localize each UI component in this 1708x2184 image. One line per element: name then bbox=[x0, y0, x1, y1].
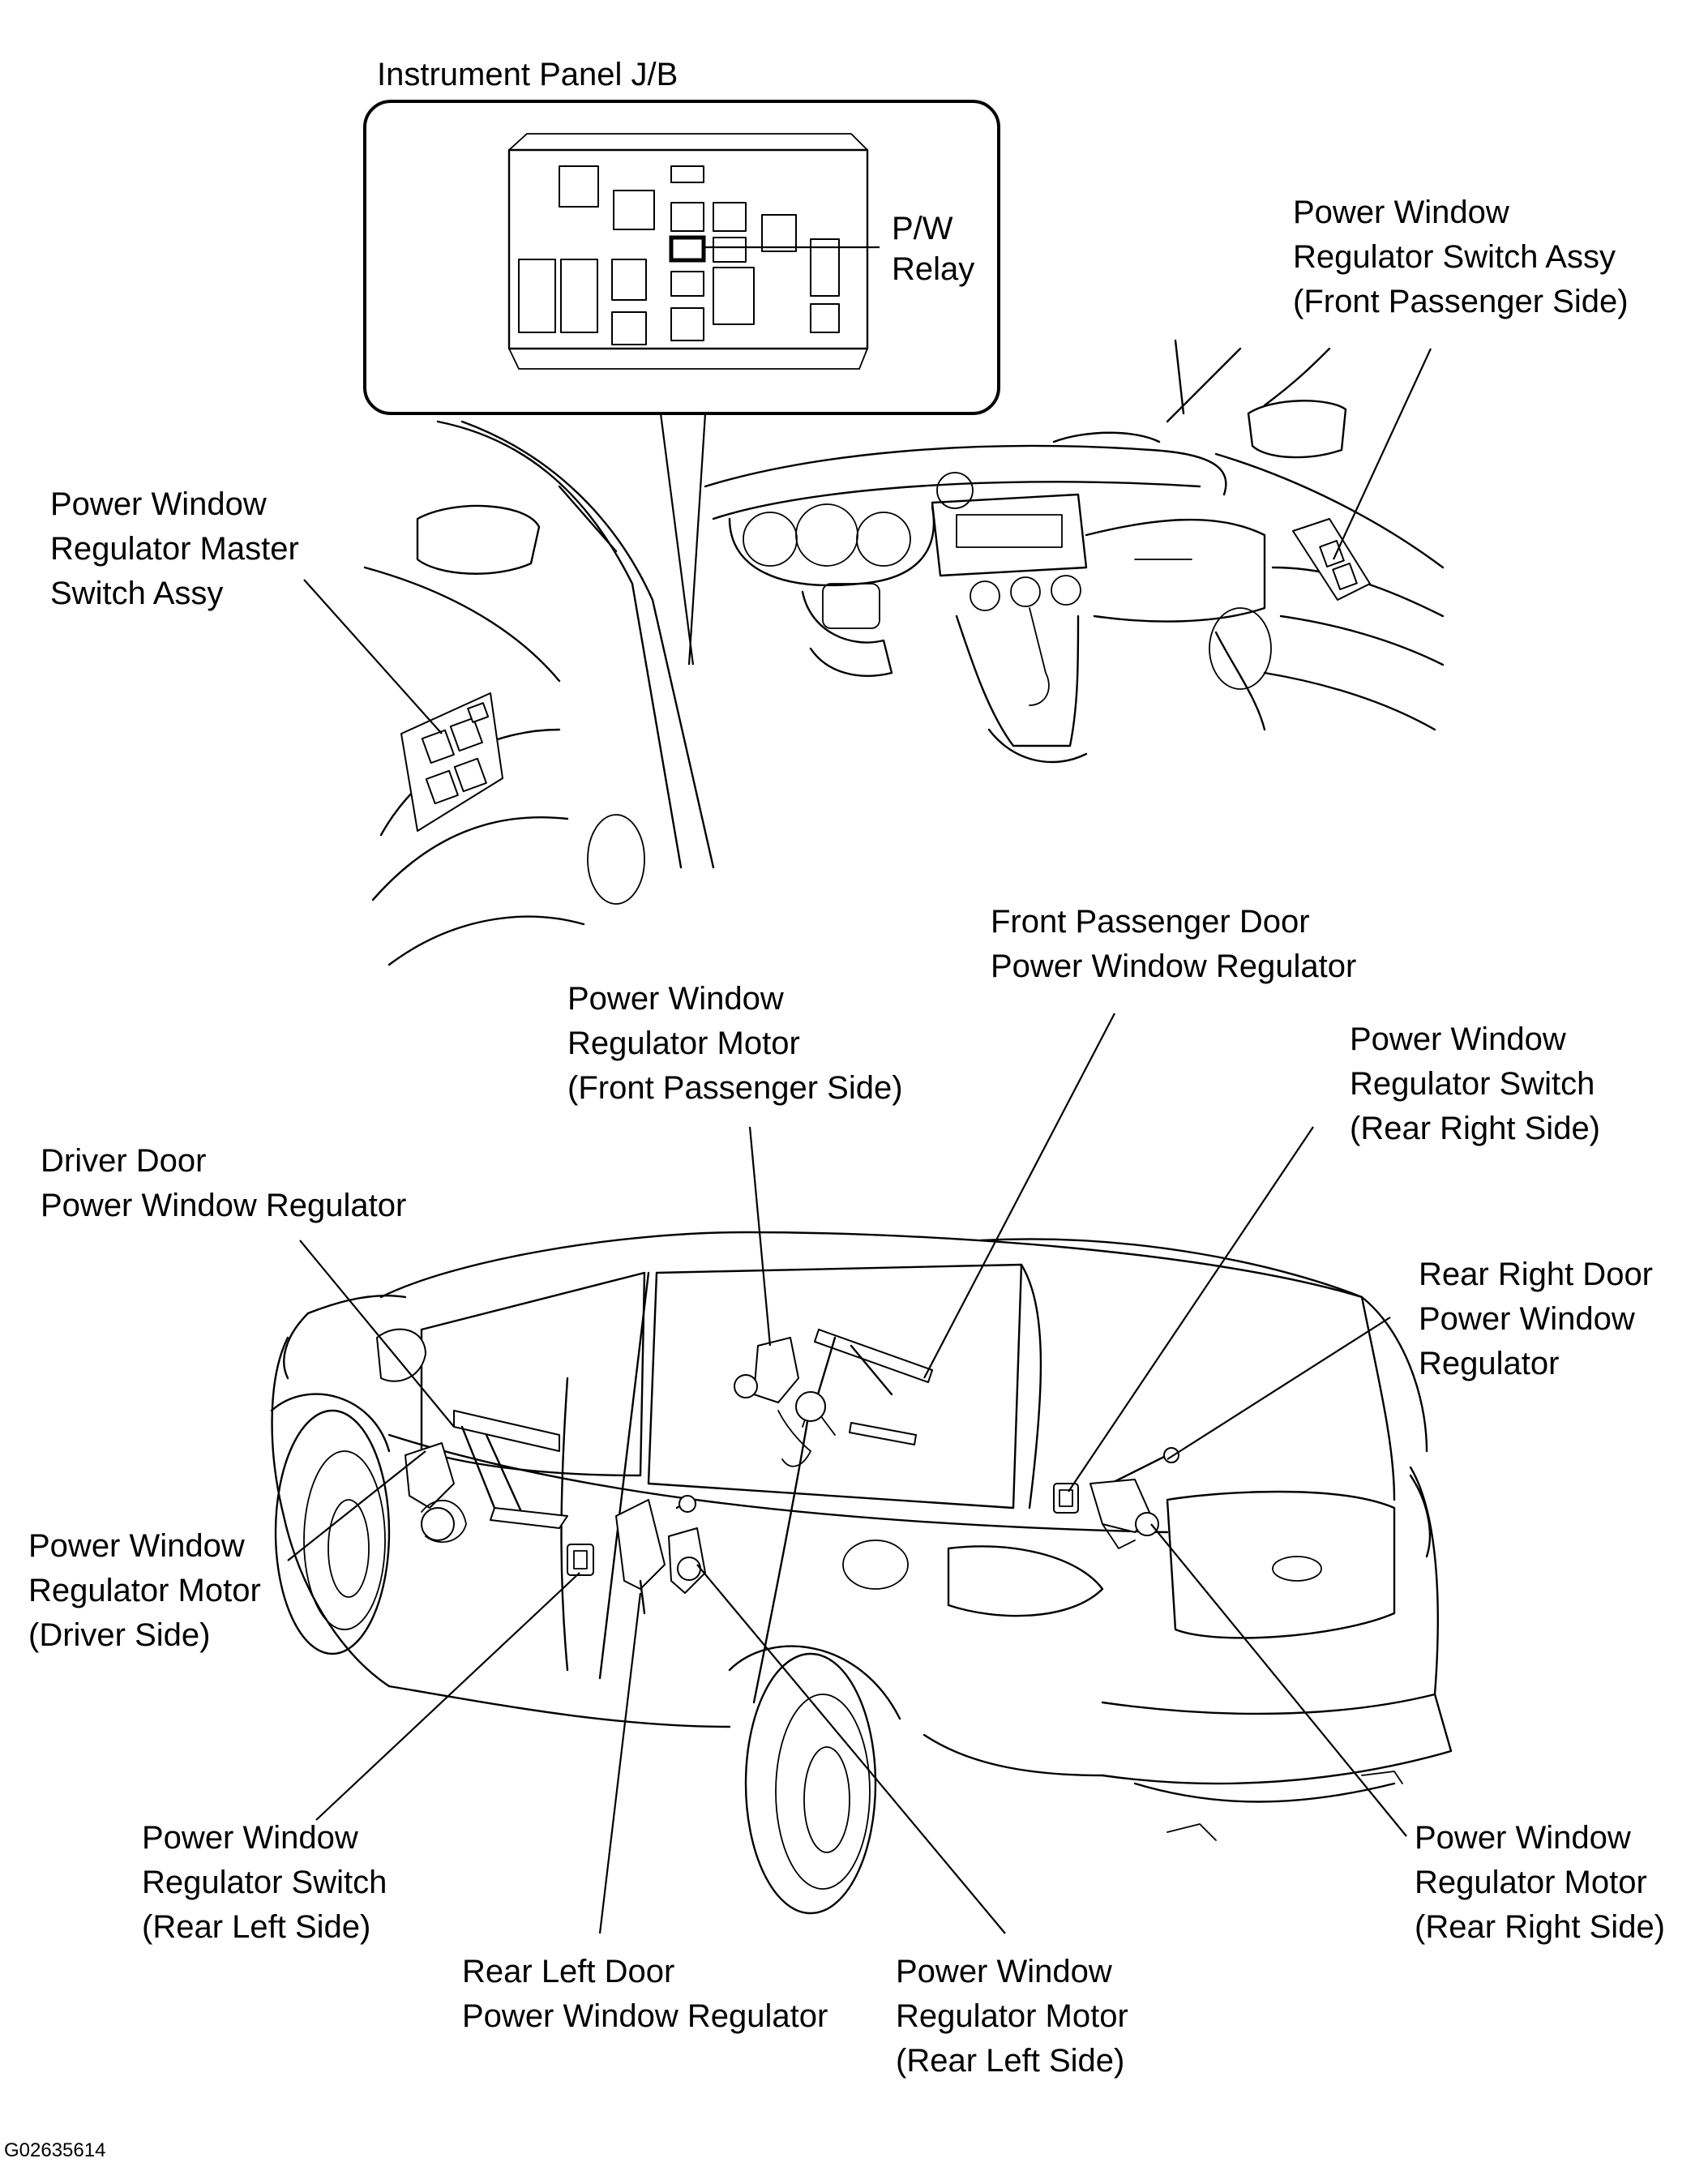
svg-text:Power Window: Power Window bbox=[142, 1820, 358, 1856]
relay-label-line2: Relay bbox=[892, 251, 974, 287]
pw-relay bbox=[669, 235, 706, 263]
svg-text:Power Window: Power Window bbox=[1419, 1301, 1635, 1337]
svg-text:Driver Door: Driver Door bbox=[41, 1143, 206, 1179]
label-switch-rear-left: Power Window Regulator Switch (Rear Left… bbox=[142, 1572, 580, 1945]
svg-text:Regulator Motor: Regulator Motor bbox=[896, 1998, 1128, 2034]
rear-left-switch bbox=[567, 1544, 594, 1576]
vehicle-exterior-illustration bbox=[270, 1231, 1453, 1915]
svg-text:Regulator Switch: Regulator Switch bbox=[1350, 1066, 1595, 1102]
svg-text:Regulator Switch: Regulator Switch bbox=[142, 1865, 387, 1900]
front-passenger-switch bbox=[1292, 518, 1371, 601]
driver-door-regulator bbox=[453, 1410, 568, 1529]
label-driver-door-regulator: Driver Door Power Window Regulator bbox=[41, 1143, 455, 1428]
svg-text:(Rear Left Side): (Rear Left Side) bbox=[896, 2043, 1124, 2079]
label-rear-right-door-regulator: Rear Right Door Power Window Regulator bbox=[1166, 1257, 1653, 1460]
inset-pointer bbox=[659, 413, 695, 666]
label-front-passenger-switch: Power Window Regulator Switch Assy (Fron… bbox=[1293, 195, 1629, 560]
svg-text:Power Window: Power Window bbox=[896, 1954, 1112, 1989]
svg-text:(Rear Left Side): (Rear Left Side) bbox=[142, 1909, 370, 1945]
svg-text:Rear Right Door: Rear Right Door bbox=[1419, 1257, 1653, 1292]
junction-block-inset: Instrument Panel J/B P/W bbox=[363, 57, 1000, 666]
svg-text:Power Window: Power Window bbox=[567, 981, 784, 1017]
svg-text:Regulator Switch Assy: Regulator Switch Assy bbox=[1293, 239, 1616, 275]
label-rear-left-door-regulator: Rear Left Door Power Window Regulator bbox=[462, 1592, 828, 2034]
vehicle-interior-illustration bbox=[363, 339, 1445, 966]
inset-frame bbox=[363, 100, 1000, 415]
svg-text:(Front Passenger Side): (Front Passenger Side) bbox=[1293, 284, 1629, 319]
svg-text:Power Window Regulator: Power Window Regulator bbox=[462, 1998, 828, 2034]
svg-text:(Front Passenger Side): (Front Passenger Side) bbox=[567, 1070, 903, 1106]
svg-text:(Rear Right Side): (Rear Right Side) bbox=[1415, 1909, 1665, 1945]
rear-left-door-regulator bbox=[615, 1495, 696, 1615]
front-passenger-door-regulator bbox=[802, 1329, 933, 1445]
svg-text:(Rear Right Side): (Rear Right Side) bbox=[1350, 1111, 1600, 1146]
svg-text:Regulator Motor: Regulator Motor bbox=[1415, 1865, 1647, 1900]
svg-text:Power Window: Power Window bbox=[1350, 1021, 1566, 1057]
svg-text:Switch Assy: Switch Assy bbox=[50, 576, 223, 611]
label-motor-rear-left: Power Window Regulator Motor (Rear Left … bbox=[696, 1564, 1128, 2079]
rear-right-regulator-motor bbox=[1089, 1479, 1159, 1549]
label-master-switch: Power Window Regulator Master Switch Ass… bbox=[50, 486, 443, 734]
rear-left-regulator-motor bbox=[668, 1527, 706, 1594]
svg-text:Power Window Regulator: Power Window Regulator bbox=[991, 949, 1356, 984]
front-passenger-regulator-motor bbox=[734, 1337, 826, 1467]
label-motor-front-passenger: Power Window Regulator Motor (Front Pass… bbox=[567, 981, 903, 1347]
svg-text:Front Passenger Door: Front Passenger Door bbox=[991, 904, 1310, 940]
svg-text:Power Window: Power Window bbox=[1293, 195, 1509, 230]
label-motor-driver: Power Window Regulator Motor (Driver Sid… bbox=[28, 1450, 426, 1653]
svg-text:Regulator Master: Regulator Master bbox=[50, 531, 299, 567]
svg-text:Regulator Motor: Regulator Motor bbox=[567, 1026, 800, 1061]
svg-text:Regulator: Regulator bbox=[1419, 1346, 1559, 1381]
master-switch bbox=[400, 692, 503, 832]
relay-label-line1: P/W bbox=[892, 211, 953, 246]
svg-text:Rear Left Door: Rear Left Door bbox=[462, 1954, 674, 1989]
label-motor-rear-right: Power Window Regulator Motor (Rear Right… bbox=[1150, 1523, 1665, 1945]
driver-regulator-motor bbox=[405, 1442, 467, 1544]
label-front-passenger-door-regulator: Front Passenger Door Power Window Regula… bbox=[923, 904, 1356, 1379]
svg-text:Regulator Motor: Regulator Motor bbox=[28, 1573, 261, 1608]
svg-text:Power Window: Power Window bbox=[1415, 1820, 1631, 1856]
svg-text:(Driver Side): (Driver Side) bbox=[28, 1617, 210, 1653]
svg-text:Power Window: Power Window bbox=[28, 1528, 245, 1564]
label-switch-rear-right: Power Window Regulator Switch (Rear Righ… bbox=[1068, 1021, 1600, 1492]
junction-block bbox=[507, 133, 880, 370]
rear-right-switch bbox=[1053, 1483, 1079, 1514]
svg-text:Power Window: Power Window bbox=[50, 486, 267, 522]
svg-text:Power Window Regulator: Power Window Regulator bbox=[41, 1188, 406, 1223]
figure-id: G02635614 bbox=[4, 2139, 105, 2161]
inset-title: Instrument Panel J/B bbox=[377, 57, 678, 92]
